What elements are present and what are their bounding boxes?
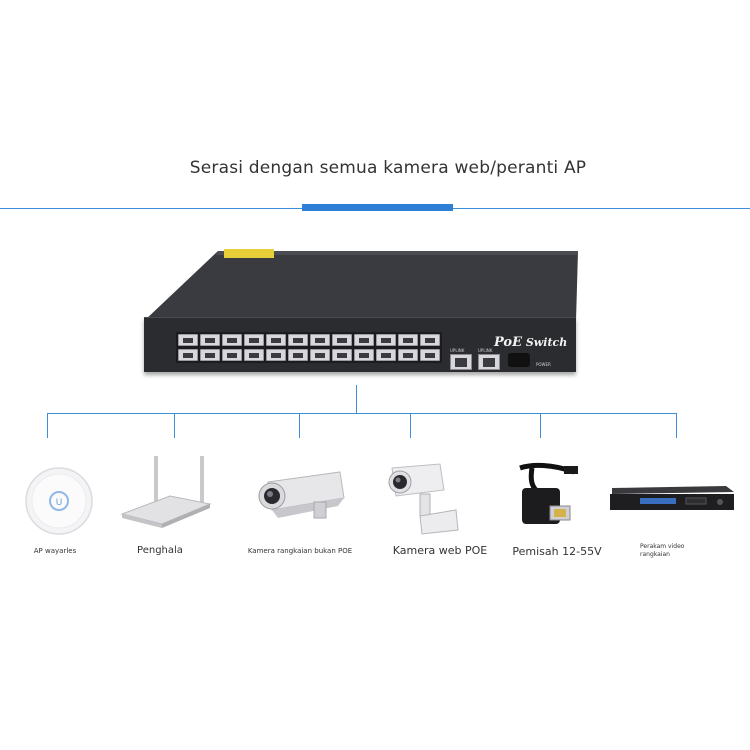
switch-top-panel bbox=[144, 251, 578, 321]
poe-splitter-icon bbox=[519, 462, 578, 524]
switch-front-panel: UPLINK UPLINK PoE Switch POWER bbox=[144, 317, 576, 372]
connector-stem bbox=[356, 385, 357, 413]
uplink-port-1 bbox=[450, 354, 472, 370]
switch-brand-main: PoE bbox=[494, 335, 523, 350]
port-bank-1 bbox=[176, 332, 266, 363]
connector-drop bbox=[540, 413, 541, 438]
device-label-splitter: Pemisah 12-55V bbox=[512, 545, 602, 558]
device-label-router: Penghala bbox=[137, 545, 183, 556]
nvr-icon bbox=[610, 486, 734, 510]
divider-accent bbox=[302, 204, 453, 211]
svg-text:U: U bbox=[56, 498, 63, 508]
uplink-label-2: UPLINK bbox=[478, 348, 493, 353]
uplink-port-2 bbox=[478, 354, 500, 370]
switch-brand-sub: Switch bbox=[525, 336, 568, 349]
bullet-camera-icon bbox=[258, 471, 345, 519]
headline: Serasi dengan semua kamera web/peranti A… bbox=[189, 158, 587, 178]
device-label-ap: AP wayarles bbox=[33, 547, 77, 555]
poe-camera-icon bbox=[388, 463, 459, 535]
device-label-nvr: Perakam video rangkaian bbox=[640, 543, 685, 558]
device-label-poe-camera: Kamera web POE bbox=[392, 544, 488, 557]
connector-drop bbox=[47, 413, 48, 438]
uplink-label-1: UPLINK bbox=[450, 348, 465, 353]
product-sticker bbox=[224, 249, 274, 258]
switch-brand: PoE Switch bbox=[494, 335, 567, 350]
connector-branch bbox=[47, 413, 677, 414]
port-bank-2 bbox=[264, 332, 354, 363]
router-icon bbox=[120, 456, 212, 528]
connector-drop bbox=[410, 413, 411, 438]
wireless-ap-icon: U bbox=[25, 467, 93, 535]
connector-drop bbox=[174, 413, 175, 438]
power-switch-icon bbox=[508, 353, 530, 367]
power-label: POWER bbox=[536, 362, 551, 367]
device-label-non-poe-camera: Kamera rangkaian bukan POE bbox=[247, 547, 353, 555]
connector-drop bbox=[676, 413, 677, 438]
port-bank-3 bbox=[352, 332, 442, 363]
connector-drop bbox=[299, 413, 300, 438]
poe-switch-image: UPLINK UPLINK PoE Switch POWER bbox=[140, 245, 580, 385]
